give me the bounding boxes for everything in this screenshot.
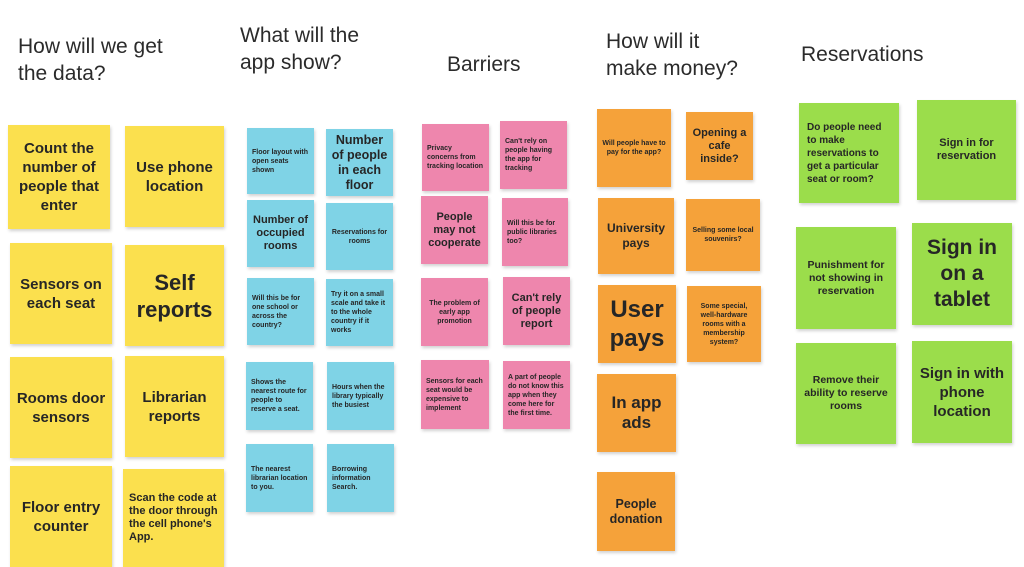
sticky-note[interactable]: Privacy concerns from tracking location [422, 124, 489, 191]
sticky-note[interactable]: Will this be for public libraries too? [502, 198, 568, 266]
sticky-note[interactable]: Punishment for not showing in reservatio… [796, 227, 896, 329]
sticky-note[interactable]: Hours when the library typically the bus… [327, 362, 394, 430]
sticky-note[interactable]: Number of people in each floor [326, 129, 393, 196]
sticky-note[interactable]: Shows the nearest route for people to re… [246, 362, 313, 430]
sticky-note[interactable]: Opening a cafe inside? [686, 112, 753, 180]
sticky-note[interactable]: Sensors for each seat would be expensive… [421, 360, 489, 429]
sticky-note[interactable]: Reservations for rooms [326, 203, 393, 270]
sticky-note[interactable]: Will this be for one school or across th… [247, 278, 314, 345]
sticky-note[interactable]: Count the number of people that enter [8, 125, 110, 229]
sticky-note[interactable]: Rooms door sensors [10, 357, 112, 458]
sticky-note[interactable]: Floor layout with open seats shown [247, 128, 314, 194]
sticky-note[interactable]: Selling some local souvenirs? [686, 199, 760, 271]
column-title-reservations: Reservations [801, 43, 924, 66]
sticky-note[interactable]: Sensors on each seat [10, 243, 112, 344]
sticky-note[interactable]: Scan the code at the door through the ce… [123, 469, 224, 567]
sticky-note[interactable]: The nearest librarian location to you. [246, 444, 313, 512]
sticky-note[interactable]: Sign in with phone location [912, 341, 1012, 443]
column-title-show: What will the app show? [240, 24, 360, 74]
sticky-note[interactable]: Use phone location [125, 126, 224, 227]
sticky-note[interactable]: People may not cooperate [421, 196, 488, 264]
sticky-note[interactable]: Floor entry counter [10, 466, 112, 567]
sticky-note[interactable]: Sign in for reservation [917, 100, 1016, 200]
sticky-note[interactable]: Do people need to make reservations to g… [799, 103, 899, 203]
sticky-note[interactable]: Remove their ability to reserve rooms [796, 343, 896, 444]
column-title-money: How will it make money? [606, 30, 738, 80]
sticky-note[interactable]: Librarian reports [125, 356, 224, 457]
sticky-note[interactable]: Sign in on a tablet [912, 223, 1012, 325]
sticky-note[interactable]: People donation [597, 472, 675, 551]
sticky-note[interactable]: Borrowing information Search. [327, 444, 394, 512]
sticky-note[interactable]: A part of people do not know this app wh… [503, 361, 570, 429]
sticky-note[interactable]: Can't rely of people report [503, 277, 570, 345]
column-title-barriers: Barriers [447, 53, 521, 76]
sticky-note[interactable]: University pays [598, 198, 674, 274]
column-title-data: How will we get the data? [18, 35, 163, 85]
sticky-note[interactable]: Try it on a small scale and take it to t… [326, 279, 393, 346]
sticky-note[interactable]: Some special, well-hardware rooms with a… [687, 286, 761, 362]
sticky-note[interactable]: Number of occupied rooms [247, 200, 314, 267]
sticky-note[interactable]: The problem of early app promotion [421, 278, 488, 346]
sticky-note[interactable]: User pays [598, 285, 676, 363]
sticky-note[interactable]: Can't rely on people having the app for … [500, 121, 567, 189]
sticky-note[interactable]: In app ads [597, 374, 676, 452]
sticky-note[interactable]: Will people have to pay for the app? [597, 109, 671, 187]
sticky-note[interactable]: Self reports [125, 245, 224, 346]
